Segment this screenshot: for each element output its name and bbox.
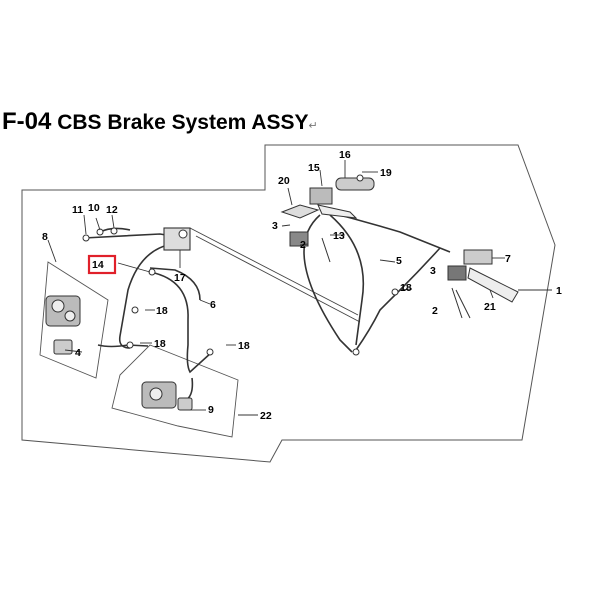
part-label-9: 9 — [208, 404, 214, 416]
part-label-16: 16 — [339, 149, 351, 161]
frame-guide-lines — [189, 227, 361, 323]
part-label-14: 14 — [92, 259, 104, 271]
part-label-8: 8 — [42, 231, 48, 243]
front-caliper-group — [39, 261, 109, 379]
part-label-12: 12 — [106, 204, 118, 216]
part-label-2-lower: 2 — [432, 305, 438, 317]
part-label-3-lower: 3 — [430, 265, 436, 277]
part-label-4: 4 — [75, 347, 81, 359]
part-label-17: 17 — [174, 272, 186, 284]
title-return-mark: ↵ — [308, 120, 318, 132]
part-label-18-b: 18 — [154, 338, 166, 350]
part-label-18-c: 18 — [238, 340, 250, 352]
part-label-3-upper: 3 — [272, 220, 278, 232]
part-label-5: 5 — [396, 255, 402, 267]
part-label-22: 22 — [260, 410, 272, 422]
leader-lines — [47, 160, 552, 416]
assembly-outline — [21, 144, 556, 463]
part-label-2-upper: 2 — [300, 239, 306, 251]
title-code: F-04 — [2, 108, 52, 135]
part-label-18-d: 18 — [400, 282, 412, 294]
banjo-bolts-and-fittings — [82, 174, 399, 356]
part-labels: 1 2 2 3 3 4 5 6 7 8 9 10 11 12 13 14 15 … — [42, 149, 562, 422]
front-master-cylinder — [280, 177, 375, 219]
part-label-21: 21 — [484, 301, 496, 313]
front-caliper — [45, 295, 81, 355]
part-label-19: 19 — [380, 167, 392, 179]
rear-caliper-group — [111, 344, 239, 438]
brake-hoses — [83, 209, 451, 401]
right-master-cylinder — [447, 249, 519, 319]
part-label-13: 13 — [333, 230, 345, 242]
part-label-11: 11 — [72, 204, 83, 216]
part-label-18-a: 18 — [156, 305, 168, 317]
part-label-15: 15 — [308, 162, 320, 174]
cbs-delay-valve — [163, 227, 191, 251]
part-label-7: 7 — [505, 253, 511, 265]
part-label-6: 6 — [210, 299, 216, 311]
highlight-box — [87, 254, 117, 275]
diagram-title: F-04 CBS Brake System ASSY↵ — [2, 108, 318, 136]
part-label-1: 1 — [556, 285, 562, 297]
title-name: CBS Brake System ASSY — [57, 111, 309, 134]
left-switch-housing — [289, 231, 331, 263]
rear-caliper — [141, 381, 193, 411]
part-label-10: 10 — [88, 202, 100, 214]
part-label-20: 20 — [278, 175, 290, 187]
